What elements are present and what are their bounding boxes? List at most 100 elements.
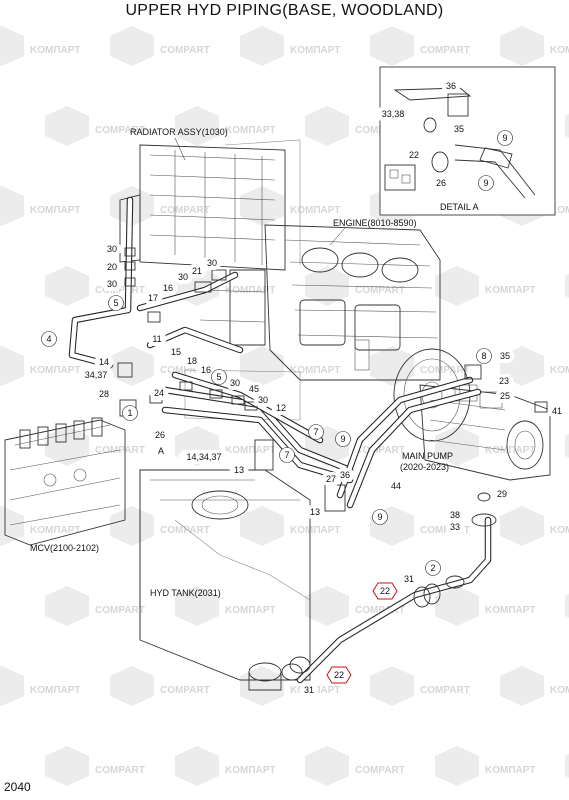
watermark-text: COMPART bbox=[355, 765, 405, 776]
mcv-label: MCV(2100-2102) bbox=[30, 543, 99, 553]
callout-marker bbox=[94, 355, 114, 369]
callout-c7a: 7 bbox=[308, 424, 324, 440]
callout-number: 5 bbox=[216, 372, 221, 382]
watermark-logo bbox=[0, 26, 24, 66]
watermark-text: KOMПAPT bbox=[225, 285, 276, 296]
callout-c30f: 30 bbox=[253, 393, 273, 407]
radiator-label: RADIATOR ASSY(1030) bbox=[130, 127, 228, 137]
callout-marker bbox=[335, 468, 355, 482]
watermark-logo bbox=[305, 586, 349, 626]
watermark-text: COMPART bbox=[160, 205, 210, 216]
callout-marker bbox=[372, 582, 398, 600]
watermark-text: COMPART bbox=[355, 285, 405, 296]
callout-marker bbox=[211, 369, 227, 385]
watermark-logo bbox=[370, 346, 414, 386]
callout-c22a: 22 bbox=[404, 148, 424, 162]
watermark-logo bbox=[45, 746, 89, 786]
watermark-text: KOMПAPT bbox=[225, 125, 276, 136]
callout-marker bbox=[229, 463, 249, 477]
callout-marker bbox=[497, 130, 513, 146]
watermark-layer: KOMПAPT COMPART KOMПAPT COMPART KOMПAPT COMPA… bbox=[0, 26, 569, 786]
callout-marker bbox=[305, 505, 325, 519]
callout-number: 20 bbox=[107, 262, 117, 272]
callout-number: 30 bbox=[107, 244, 117, 254]
watermark-text: KOMПAPT bbox=[550, 685, 569, 696]
callout-c22c: 22 bbox=[326, 666, 352, 684]
callout-c143437: 14,34,37 bbox=[178, 450, 230, 464]
watermark-logo bbox=[305, 746, 349, 786]
callout-marker bbox=[441, 79, 461, 93]
callout-marker bbox=[478, 175, 494, 191]
callout-marker bbox=[158, 281, 178, 295]
page-number: 2040 bbox=[4, 780, 31, 794]
callout-number: 34,37 bbox=[85, 370, 108, 380]
callout-marker bbox=[449, 122, 469, 136]
callout-number: 41 bbox=[552, 406, 562, 416]
callout-number: 35 bbox=[500, 351, 510, 361]
callout-number: 26 bbox=[436, 178, 446, 188]
callout-marker bbox=[78, 368, 114, 382]
hyd-tank-label: HYD TANK(2031) bbox=[150, 588, 221, 598]
callout-number: 1 bbox=[127, 408, 132, 418]
watermark-text: KOMПAPT bbox=[225, 605, 276, 616]
callout-c31b: 31 bbox=[299, 683, 319, 697]
callout-number: 44 bbox=[391, 481, 401, 491]
callout-marker bbox=[149, 386, 169, 400]
watermark-logo bbox=[175, 106, 219, 146]
watermark-text: KOMПAPT bbox=[30, 365, 81, 376]
callout-c25: 25 bbox=[495, 389, 515, 403]
callout-marker bbox=[445, 520, 465, 534]
callout-number: 31 bbox=[404, 574, 414, 584]
callout-c44: 44 bbox=[386, 479, 406, 493]
watermark-logo bbox=[370, 26, 414, 66]
callout-c33: 33 bbox=[445, 520, 465, 534]
callout-c20a: 20 bbox=[102, 260, 122, 274]
callout-number: 24 bbox=[154, 388, 164, 398]
callout-number: 17 bbox=[148, 293, 158, 303]
callout-marker bbox=[547, 404, 567, 418]
callout-c23: 23 bbox=[494, 374, 514, 388]
callout-marker bbox=[431, 176, 451, 190]
watermark-logo bbox=[500, 666, 544, 706]
callout-number: 25 bbox=[500, 391, 510, 401]
callout-marker bbox=[202, 256, 222, 270]
watermark-text: KOMПAPT bbox=[550, 525, 569, 536]
watermark-logo bbox=[0, 666, 24, 706]
watermark-logo bbox=[0, 186, 24, 226]
main-pump-label-line2: (2020-2023) bbox=[400, 462, 449, 472]
callout-marker bbox=[102, 260, 122, 274]
watermark-text: KOMПAPT bbox=[290, 525, 341, 536]
callout-marker bbox=[494, 374, 514, 388]
callout-c12: 12 bbox=[271, 401, 291, 415]
callout-number: 26 bbox=[155, 430, 165, 440]
callout-marker bbox=[253, 393, 273, 407]
watermark-text: COMPART bbox=[420, 365, 470, 376]
detail-a-box bbox=[379, 66, 556, 216]
watermark-text: COMPART bbox=[95, 445, 145, 456]
callout-marker bbox=[187, 264, 207, 278]
watermark-text: KOMПAPT bbox=[550, 365, 569, 376]
callout-c30d: 30 bbox=[173, 270, 193, 284]
watermark-logo bbox=[45, 586, 89, 626]
callout-number: 7 bbox=[313, 427, 318, 437]
callout-number: 23 bbox=[499, 376, 509, 386]
callout-number: 16 bbox=[163, 283, 173, 293]
watermark-logo bbox=[175, 746, 219, 786]
callout-marker bbox=[375, 107, 411, 121]
callout-marker bbox=[425, 560, 441, 576]
callout-c14a: 14 bbox=[94, 355, 114, 369]
callout-number: 35 bbox=[454, 124, 464, 134]
callout-marker bbox=[102, 242, 122, 256]
watermark-logo bbox=[500, 26, 544, 66]
callout-number: 33,38 bbox=[382, 109, 405, 119]
watermark-logo bbox=[240, 26, 284, 66]
watermark-logo bbox=[565, 274, 569, 298]
watermark-text: KOMПAPT bbox=[225, 445, 276, 456]
callout-c26b: 26 bbox=[150, 428, 170, 442]
callout-c13a: 13 bbox=[229, 463, 249, 477]
callout-marker bbox=[178, 450, 230, 464]
callout-marker bbox=[495, 349, 515, 363]
callout-c13b: 13 bbox=[305, 505, 325, 519]
callout-c35b: 35 bbox=[495, 349, 515, 363]
callout-c30b: 30 bbox=[102, 277, 122, 291]
